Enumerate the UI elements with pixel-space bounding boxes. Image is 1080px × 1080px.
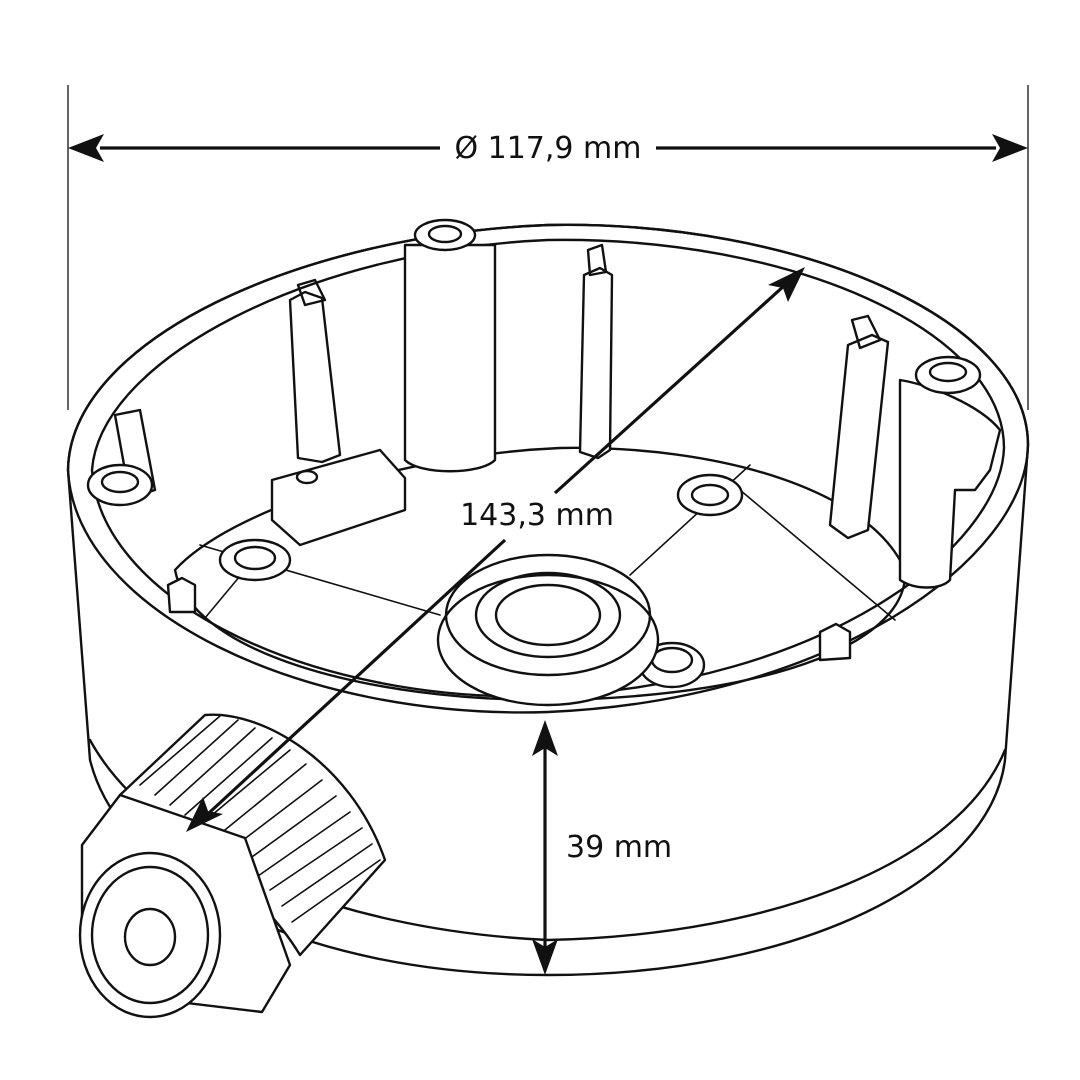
- central-cable-entry: [436, 553, 660, 707]
- height-dimension: 39 mm: [532, 720, 672, 975]
- diameter-arrow-left: [68, 134, 104, 162]
- diameter-arrow-right: [992, 134, 1028, 162]
- diagonal-arrow-top: [768, 267, 805, 302]
- diagonal-label: 143,3 mm: [460, 498, 614, 533]
- floor-clip-block: [270, 448, 407, 547]
- height-arrow-bottom: [532, 939, 558, 975]
- height-label: 39 mm: [566, 830, 672, 865]
- height-arrow-top: [532, 720, 558, 756]
- diagonal-dimension: 143,3 mm: [186, 267, 805, 832]
- cable-gland: [78, 713, 387, 1019]
- diameter-dimension: Ø 117,9 mm: [68, 131, 1028, 166]
- diameter-label: Ø 117,9 mm: [454, 131, 641, 166]
- internal-posts: [113, 243, 1002, 662]
- diagonal-arrow-bottom: [186, 797, 223, 832]
